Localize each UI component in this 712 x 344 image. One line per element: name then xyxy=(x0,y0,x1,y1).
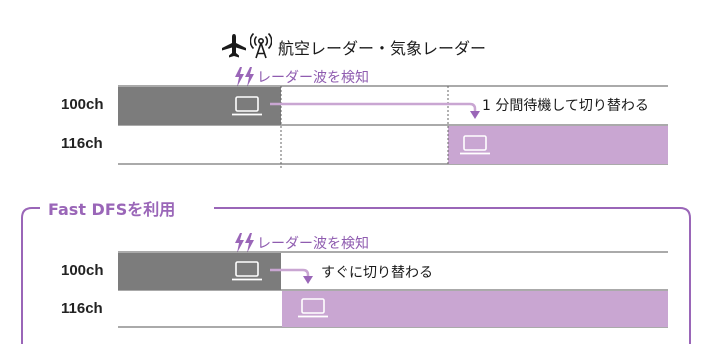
switch-note: 1 分間待機して切り替わる xyxy=(482,98,649,114)
channel-label-100ch: 100ch xyxy=(61,96,104,113)
radar-detect-label: レーダー波を検知 xyxy=(257,70,369,86)
switch-note: すぐに切り替わる xyxy=(321,265,433,281)
active-block-116ch xyxy=(448,126,668,164)
laptop-icon xyxy=(460,135,490,155)
laptop-icon xyxy=(232,96,262,116)
switch-arrow xyxy=(270,268,310,277)
section-standard-dfs: レーダー波を検知 100ch 116ch 1 分間待機して切り替わる xyxy=(0,0,712,170)
laptop-icon xyxy=(298,298,328,318)
header: 航空レーダー・気象レーダー xyxy=(220,30,540,62)
airplane-icon xyxy=(222,34,246,58)
header-title: 航空レーダー・気象レーダー xyxy=(278,39,487,58)
channel-timeline xyxy=(118,85,668,170)
switch-arrow-head xyxy=(470,111,480,119)
switch-arrow-head xyxy=(303,276,313,284)
active-block-100ch xyxy=(118,87,281,125)
radar-antenna-icon xyxy=(250,32,272,59)
active-block-100ch xyxy=(118,253,281,290)
channel-label-116ch: 116ch xyxy=(61,135,103,152)
channel-label-100ch: 100ch xyxy=(61,262,104,279)
active-block-116ch xyxy=(282,291,668,327)
lightning-icon xyxy=(235,67,254,87)
fast-dfs-title: Fast DFSを利用 xyxy=(48,200,176,219)
switch-arrow xyxy=(270,102,477,112)
lightning-icon xyxy=(235,233,254,253)
radar-detect-label: レーダー波を検知 xyxy=(257,236,369,252)
laptop-icon xyxy=(232,261,262,281)
channel-label-116ch: 116ch xyxy=(61,300,103,317)
